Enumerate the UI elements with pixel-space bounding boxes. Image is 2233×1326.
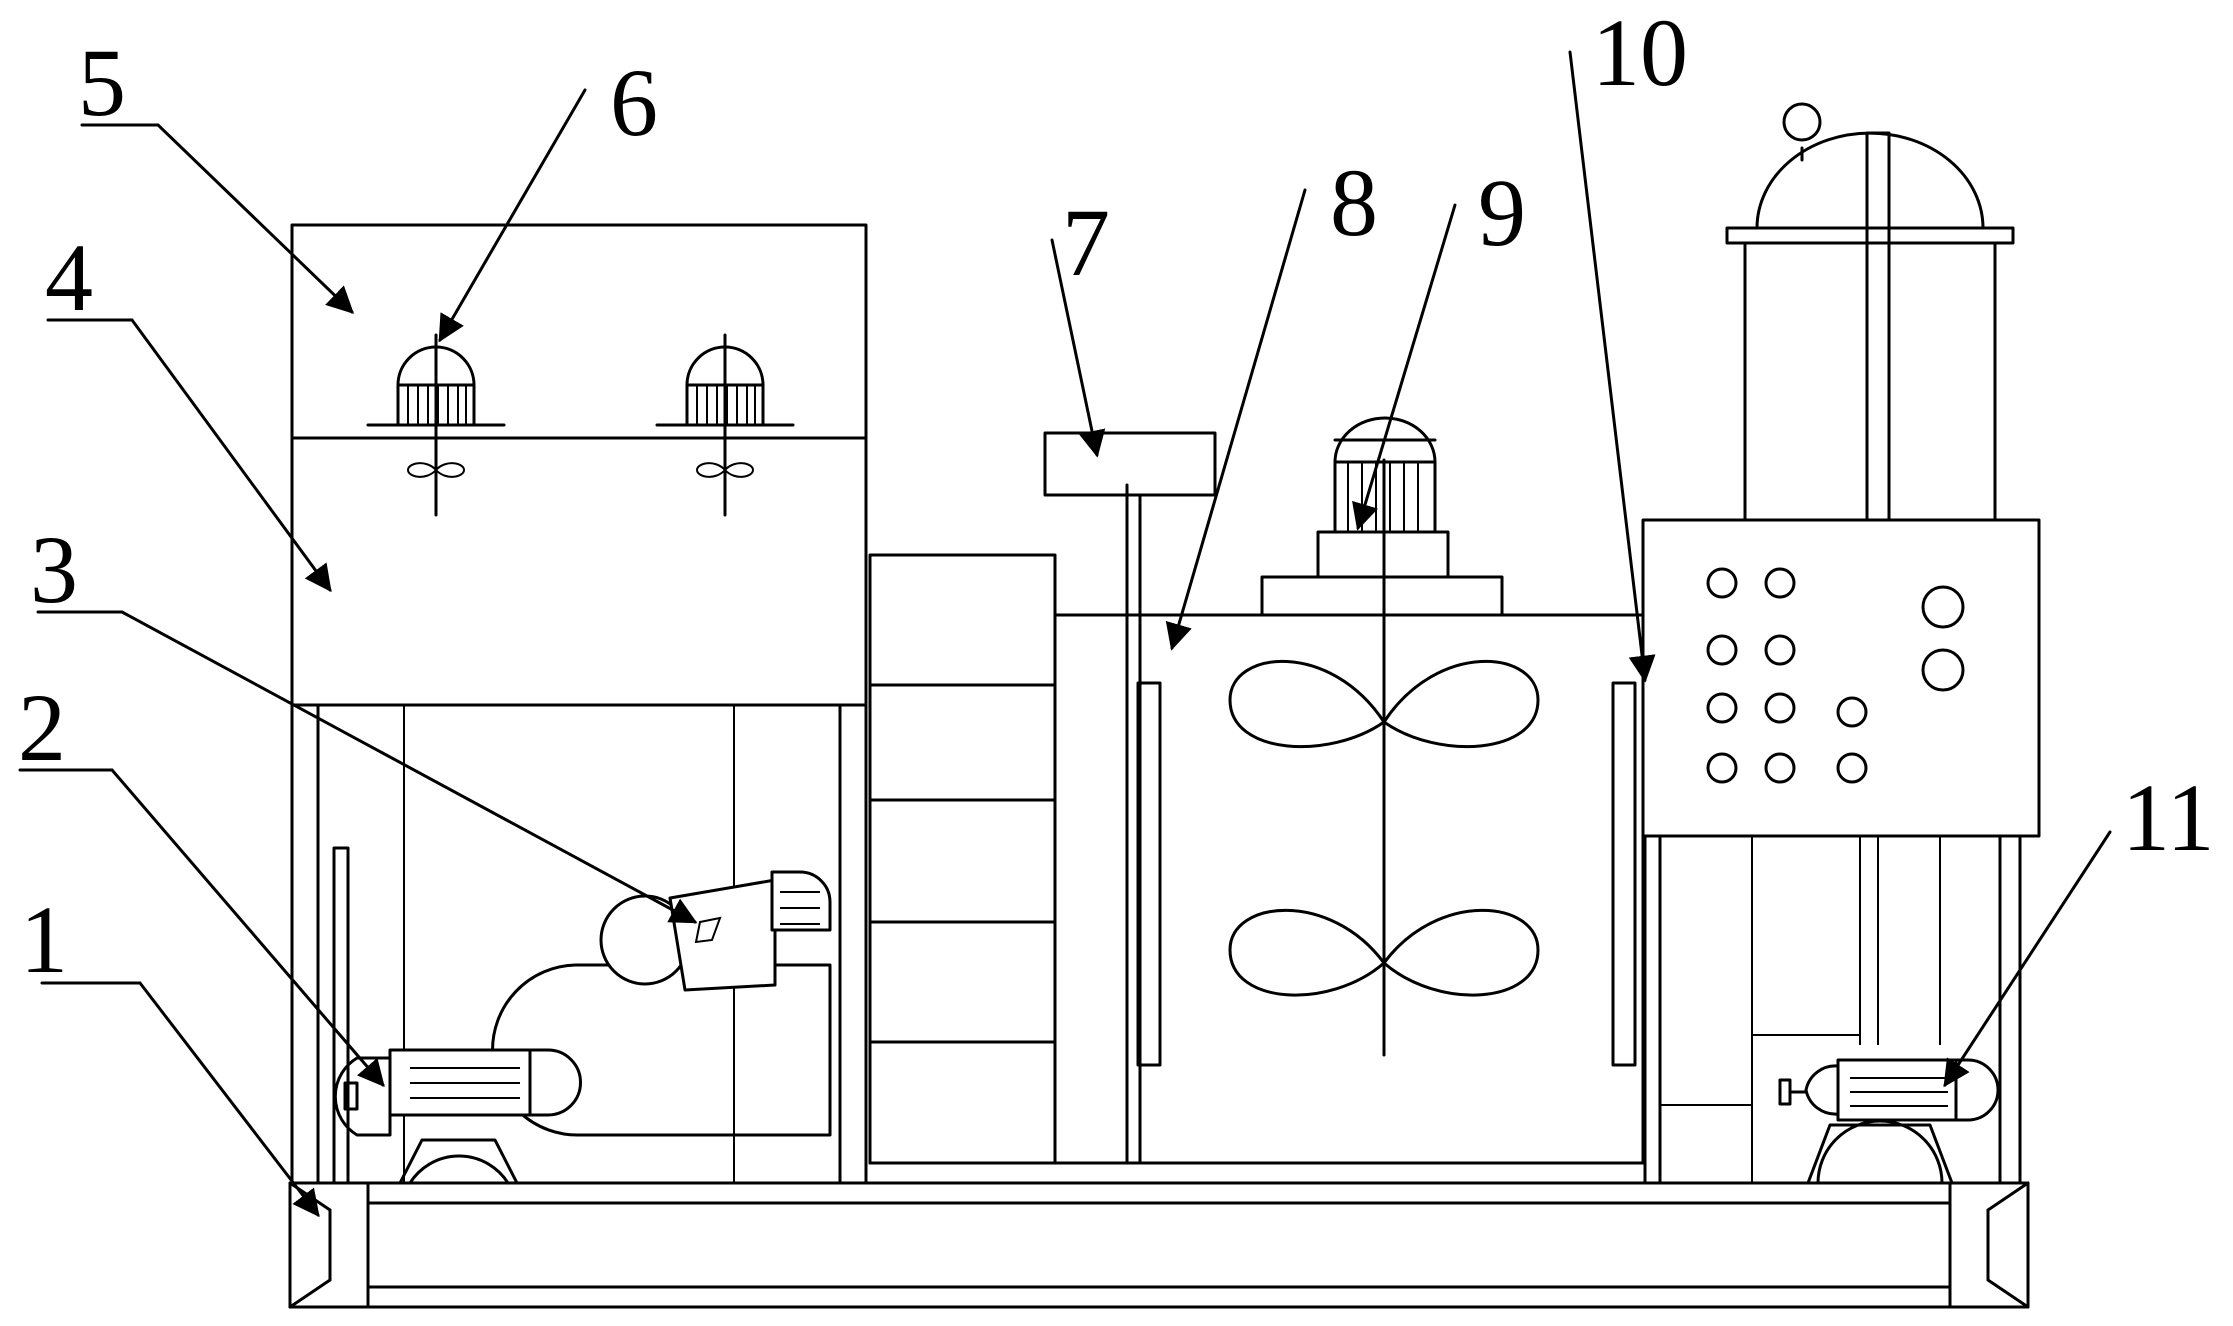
left-tank: [290, 223, 868, 1185]
part-label-1: 1: [20, 886, 68, 993]
part-label-3: 3: [30, 516, 78, 623]
part-label-5: 5: [78, 29, 126, 136]
part-labels: 1 2 3 4 5 6 7 8 9 10 11: [18, 0, 2214, 993]
blower-assembly: [333, 870, 832, 1185]
ladder-section: [868, 553, 1057, 1165]
part-label-11: 11: [2122, 764, 2214, 871]
mixing-tank: [1043, 416, 1645, 1165]
leader-lines: [18, 50, 2112, 1218]
part-label-2: 2: [18, 674, 66, 781]
part-label-8: 8: [1330, 149, 1378, 256]
part-label-6: 6: [610, 49, 658, 156]
part-label-7: 7: [1062, 189, 1110, 296]
control-panel-buttons: [1706, 567, 1965, 784]
agitator-motor-left: [366, 333, 506, 517]
part-label-9: 9: [1478, 159, 1526, 266]
right-tower: [1641, 102, 2041, 838]
agitator-motor-right: [655, 333, 795, 517]
right-support-frame: [1643, 834, 2022, 1185]
pump-assembly: [1778, 1058, 2000, 1185]
part-label-4: 4: [45, 224, 93, 331]
base-frame: [288, 1161, 2030, 1309]
part-label-10: 10: [1592, 0, 1688, 106]
